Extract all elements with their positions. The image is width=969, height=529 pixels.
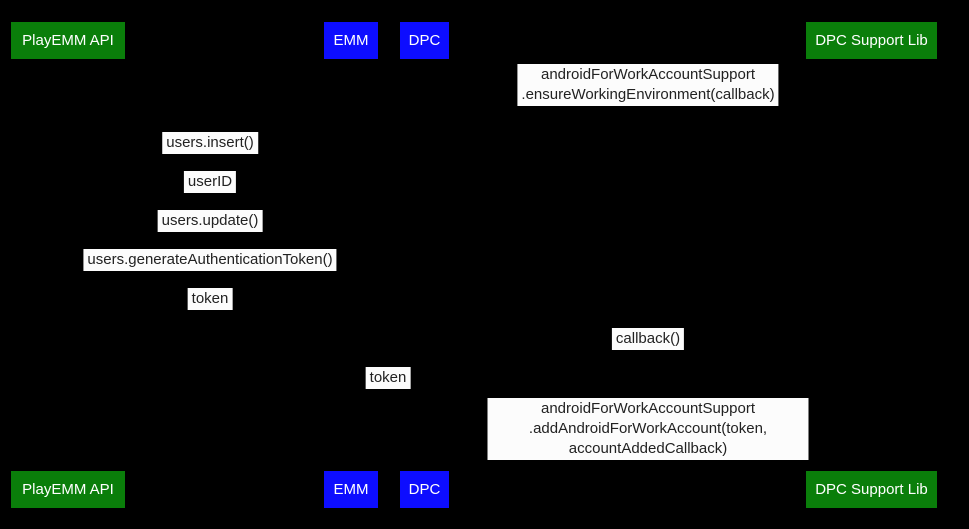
- participant-dpc-top: DPC: [400, 22, 449, 59]
- message-token-to-dpc: token: [365, 367, 411, 389]
- participant-emm-bottom: EMM: [324, 471, 378, 508]
- participant-emm-top: EMM: [324, 22, 378, 59]
- message-userid: userID: [183, 171, 237, 193]
- participant-playemm-api-top: PlayEMM API: [11, 22, 125, 59]
- message-users-insert: users.insert(): [162, 132, 258, 154]
- message-ensure-working-environment: androidForWorkAccountSupport .ensureWork…: [517, 64, 779, 106]
- participant-dpc-support-lib-top: DPC Support Lib: [806, 22, 937, 59]
- message-users-update: users.update(): [157, 210, 263, 232]
- participant-playemm-api-bottom: PlayEMM API: [11, 471, 125, 508]
- participant-dpc-bottom: DPC: [400, 471, 449, 508]
- message-callback: callback(): [611, 328, 685, 350]
- participant-dpc-support-lib-bottom: DPC Support Lib: [806, 471, 937, 508]
- message-add-android-for-work-account: androidForWorkAccountSupport .addAndroid…: [487, 398, 809, 460]
- message-generate-authentication-token: users.generateAuthenticationToken(): [83, 249, 337, 271]
- message-token-to-emm: token: [187, 288, 233, 310]
